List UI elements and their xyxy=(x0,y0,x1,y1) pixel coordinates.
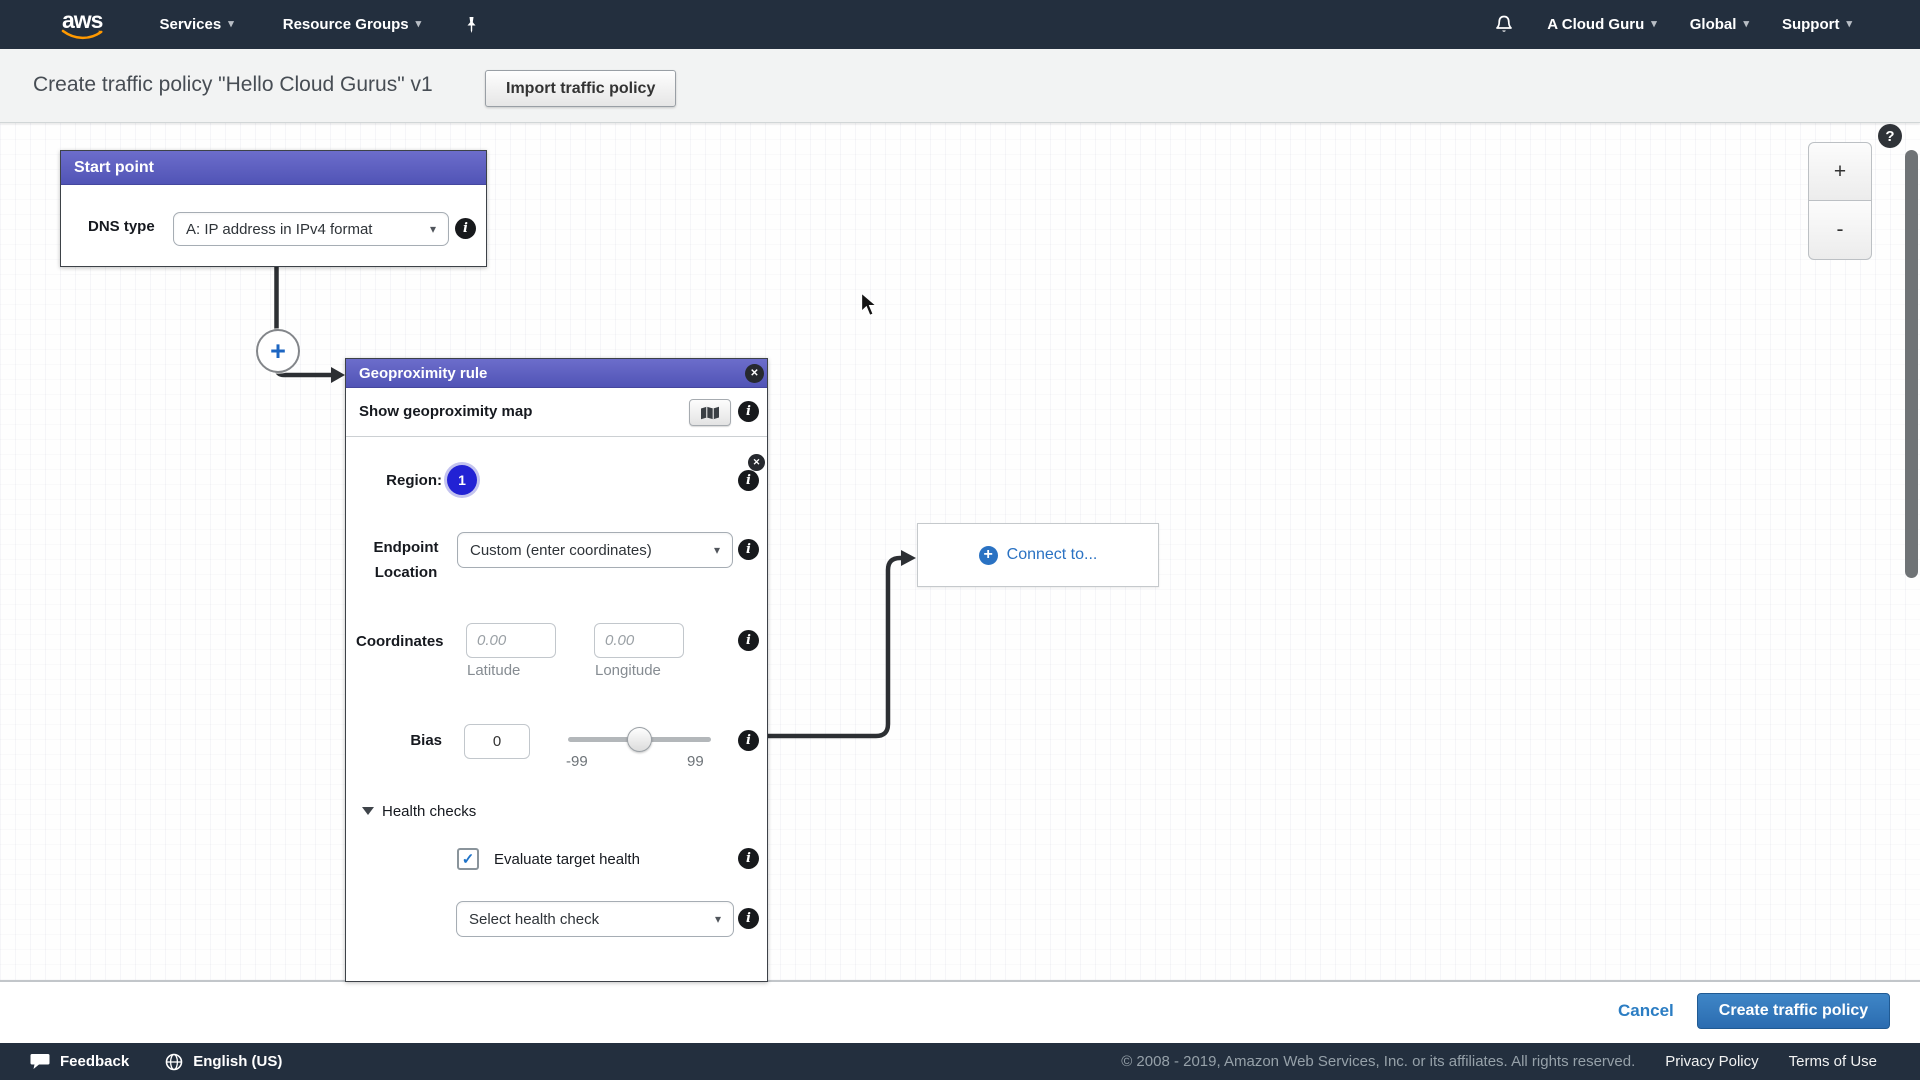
feedback-bubble-icon xyxy=(30,1054,50,1069)
endpoint-label-line2: Location xyxy=(374,564,438,581)
connect-to-label: Connect to... xyxy=(1006,546,1098,563)
geoproximity-rule-panel: Geoproximity rule ✕ Show geoproximity ma… xyxy=(345,358,768,982)
terms-of-use-link[interactable]: Terms of Use xyxy=(1788,1053,1877,1070)
chevron-down-icon: ▾ xyxy=(228,18,234,30)
chevron-down-icon: ▾ xyxy=(713,543,720,557)
bias-label: Bias xyxy=(410,732,442,749)
health-check-select[interactable]: Select health check ▾ xyxy=(456,901,734,937)
aws-logo-text: aws xyxy=(62,6,103,33)
region-label: Region: xyxy=(386,472,442,489)
nav-resource-groups-label: Resource Groups xyxy=(282,16,409,33)
health-check-value: Select health check xyxy=(469,910,600,928)
chevron-down-icon: ▾ xyxy=(1743,18,1749,30)
chevron-down-icon: ▾ xyxy=(1846,18,1852,30)
remove-region-icon[interactable]: ✕ xyxy=(748,454,765,471)
connect-to-box[interactable]: + Connect to... xyxy=(917,523,1159,587)
nav-region-menu[interactable]: Global ▾ xyxy=(1690,16,1749,33)
add-rule-plus-button[interactable]: + xyxy=(256,329,300,373)
evaluate-target-health-checkbox[interactable]: ✓ xyxy=(457,848,479,870)
start-point-title: Start point xyxy=(74,158,154,176)
nav-services[interactable]: Services ▾ xyxy=(159,16,233,33)
create-traffic-policy-button[interactable]: Create traffic policy xyxy=(1697,993,1890,1029)
dns-type-select[interactable]: A: IP address in IPv4 format ▾ xyxy=(173,212,449,246)
evaluate-target-health-label: Evaluate target health xyxy=(494,851,640,868)
chevron-down-icon: ▾ xyxy=(1651,18,1657,30)
notifications-bell-icon[interactable] xyxy=(1494,14,1514,36)
privacy-policy-link[interactable]: Privacy Policy xyxy=(1665,1053,1759,1070)
top-nav: aws Services ▾ Resource Groups ▾ xyxy=(0,0,1920,49)
page-header: Create traffic policy "Hello Cloud Gurus… xyxy=(0,49,1920,148)
nav-account-menu[interactable]: A Cloud Guru ▾ xyxy=(1547,16,1656,33)
coordinates-label: Coordinates xyxy=(356,633,444,650)
nav-resource-groups[interactable]: Resource Groups ▾ xyxy=(283,16,421,33)
show-map-button[interactable] xyxy=(689,399,731,426)
evaluate-target-health-info-icon[interactable]: i xyxy=(738,848,759,869)
geoproximity-rule-header: Geoproximity rule xyxy=(346,359,767,388)
zoom-in-button[interactable]: + xyxy=(1808,142,1872,201)
close-rule-icon[interactable]: ✕ xyxy=(745,364,764,383)
chevron-down-icon: ▾ xyxy=(714,912,721,926)
show-map-row: Show geoproximity map i xyxy=(346,387,767,437)
vertical-scrollbar[interactable] xyxy=(1905,150,1918,578)
chevron-down-icon: ▾ xyxy=(415,18,422,30)
health-checks-label[interactable]: Health checks xyxy=(382,803,477,820)
nav-support-label: Support xyxy=(1781,16,1840,33)
coordinates-info-icon[interactable]: i xyxy=(738,630,759,651)
longitude-input[interactable] xyxy=(594,623,684,658)
bias-min-label: -99 xyxy=(566,753,588,770)
region-info-icon[interactable]: i xyxy=(738,470,759,491)
canvas-zoom-controls: + - xyxy=(1808,142,1872,260)
nav-services-label: Services xyxy=(159,16,222,33)
nav-account-label: A Cloud Guru xyxy=(1547,16,1645,33)
aws-smile-icon xyxy=(61,29,103,39)
show-geoproximity-map-label: Show geoproximity map xyxy=(359,403,533,420)
dns-type-info-icon[interactable]: i xyxy=(455,218,476,239)
import-traffic-policy-button[interactable]: Import traffic policy xyxy=(485,70,677,107)
dns-type-value: A: IP address in IPv4 format xyxy=(186,220,373,238)
endpoint-label-line1: Endpoint xyxy=(373,539,439,556)
bias-max-label: 99 xyxy=(687,753,704,770)
health-check-info-icon[interactable]: i xyxy=(738,908,759,929)
map-icon xyxy=(701,406,719,419)
copyright-text: © 2008 - 2019, Amazon Web Services, Inc.… xyxy=(1121,1053,1636,1070)
bottom-bar: Feedback English (US) © 2008 - 2019, Ama… xyxy=(0,1043,1920,1080)
language-selector[interactable]: English (US) xyxy=(193,1053,283,1070)
feedback-link[interactable]: Feedback xyxy=(60,1053,130,1070)
start-point-header: Start point xyxy=(61,151,486,185)
help-icon[interactable]: ? xyxy=(1878,124,1902,148)
endpoint-location-label: Endpoint Location xyxy=(370,535,442,585)
bias-input[interactable] xyxy=(464,724,530,759)
geoproximity-rule-title: Geoproximity rule xyxy=(359,364,488,382)
dns-type-label: DNS type xyxy=(88,218,155,235)
show-map-info-icon[interactable]: i xyxy=(738,401,759,422)
page-title: Create traffic policy "Hello Cloud Gurus… xyxy=(33,73,433,96)
start-point-panel: Start point DNS type A: IP address in IP… xyxy=(60,150,487,267)
nav-region-label: Global xyxy=(1689,16,1737,33)
cancel-button[interactable]: Cancel xyxy=(1618,1001,1674,1020)
bias-slider-thumb[interactable] xyxy=(627,727,652,752)
endpoint-location-value: Custom (enter coordinates) xyxy=(470,541,652,559)
connect-plus-icon: + xyxy=(978,545,998,565)
health-checks-collapse-icon[interactable] xyxy=(362,807,374,815)
bias-info-icon[interactable]: i xyxy=(738,730,759,751)
latitude-input[interactable] xyxy=(466,623,556,658)
longitude-caption: Longitude xyxy=(595,662,661,679)
endpoint-location-select[interactable]: Custom (enter coordinates) ▾ xyxy=(457,532,733,568)
zoom-out-button[interactable]: - xyxy=(1808,201,1872,260)
globe-icon xyxy=(165,1053,183,1070)
nav-support-menu[interactable]: Support ▾ xyxy=(1782,16,1852,33)
endpoint-location-info-icon[interactable]: i xyxy=(738,539,759,560)
aws-logo[interactable]: aws xyxy=(61,6,103,41)
chevron-down-icon: ▾ xyxy=(429,222,436,236)
region-number-badge[interactable]: 1 xyxy=(447,465,477,495)
pin-icon[interactable] xyxy=(464,16,479,34)
latitude-caption: Latitude xyxy=(467,662,521,679)
